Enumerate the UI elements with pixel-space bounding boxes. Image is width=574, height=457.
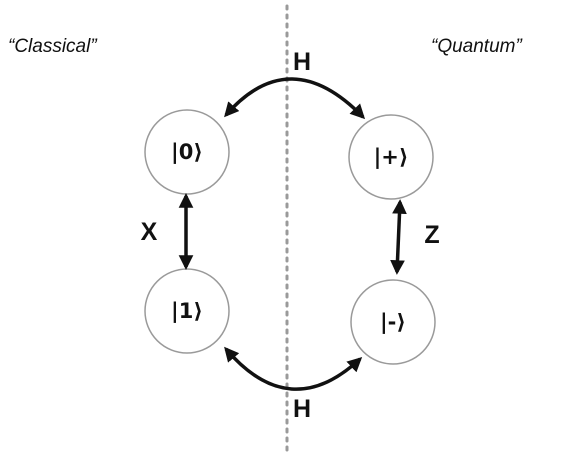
quantum-region-label: “Quantum”	[431, 36, 523, 57]
state-node-plus: |+⟩	[348, 114, 434, 200]
hadamard-arrow-top	[224, 77, 366, 120]
state-node-one: |1⟩	[144, 268, 230, 354]
hadamard-label-top: H	[293, 48, 311, 76]
classical-region-label: “Classical”	[8, 36, 98, 57]
hadamard-label-bottom: H	[293, 395, 311, 423]
state-node-zero: |0⟩	[144, 109, 230, 195]
state-minus-label: |-⟩	[380, 310, 406, 335]
state-zero-label: |0⟩	[171, 140, 203, 165]
x-gate-label: X	[141, 218, 158, 246]
z-gate-label: Z	[424, 221, 439, 249]
hadamard-arrow-bottom	[224, 346, 363, 391]
state-plus-label: |+⟩	[374, 145, 409, 170]
state-node-minus: |-⟩	[350, 279, 436, 365]
z-gate-arrow	[390, 199, 407, 275]
state-one-label: |1⟩	[171, 299, 203, 324]
